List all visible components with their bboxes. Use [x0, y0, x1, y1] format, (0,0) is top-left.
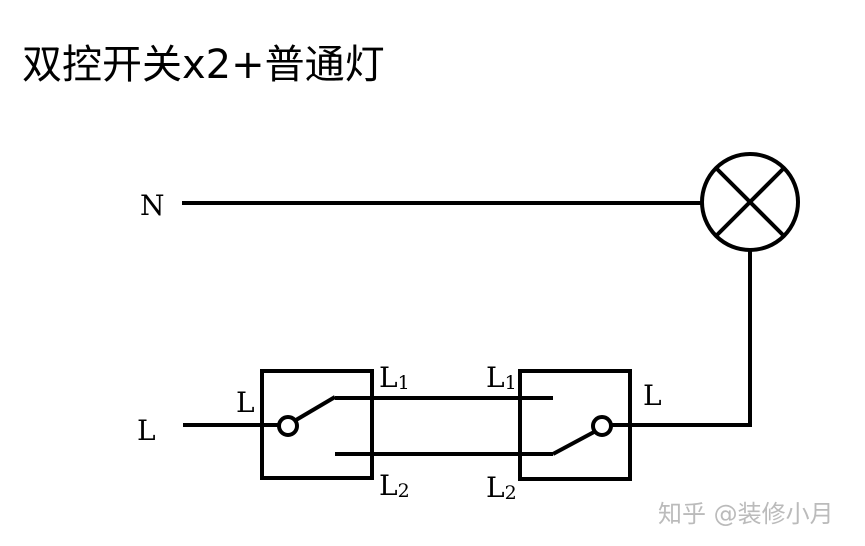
label-switch-2-l1: L1: [486, 361, 517, 394]
watermark: 知乎 @装修小月: [658, 500, 834, 528]
switch-1-pivot: [277, 415, 299, 437]
diagram-title: 双控开关x2+普通灯: [22, 42, 385, 88]
label-switch-2-common: L: [643, 379, 662, 412]
label-switch-2-l2: L2: [486, 471, 517, 504]
label-switch-1-common: L: [236, 386, 255, 419]
label-n: N: [140, 189, 165, 222]
label-l: L: [137, 414, 156, 447]
switch-1-lever: [294, 395, 337, 422]
lamp-feed-wire: [611, 250, 752, 427]
lamp-icon: [700, 152, 800, 252]
label-switch-1-l1: L1: [379, 361, 410, 394]
switch-2-lever: [552, 430, 595, 456]
switch-2-pivot: [591, 415, 613, 437]
label-switch-1-l2: L2: [379, 469, 410, 502]
switch-1-box: [260, 369, 374, 480]
